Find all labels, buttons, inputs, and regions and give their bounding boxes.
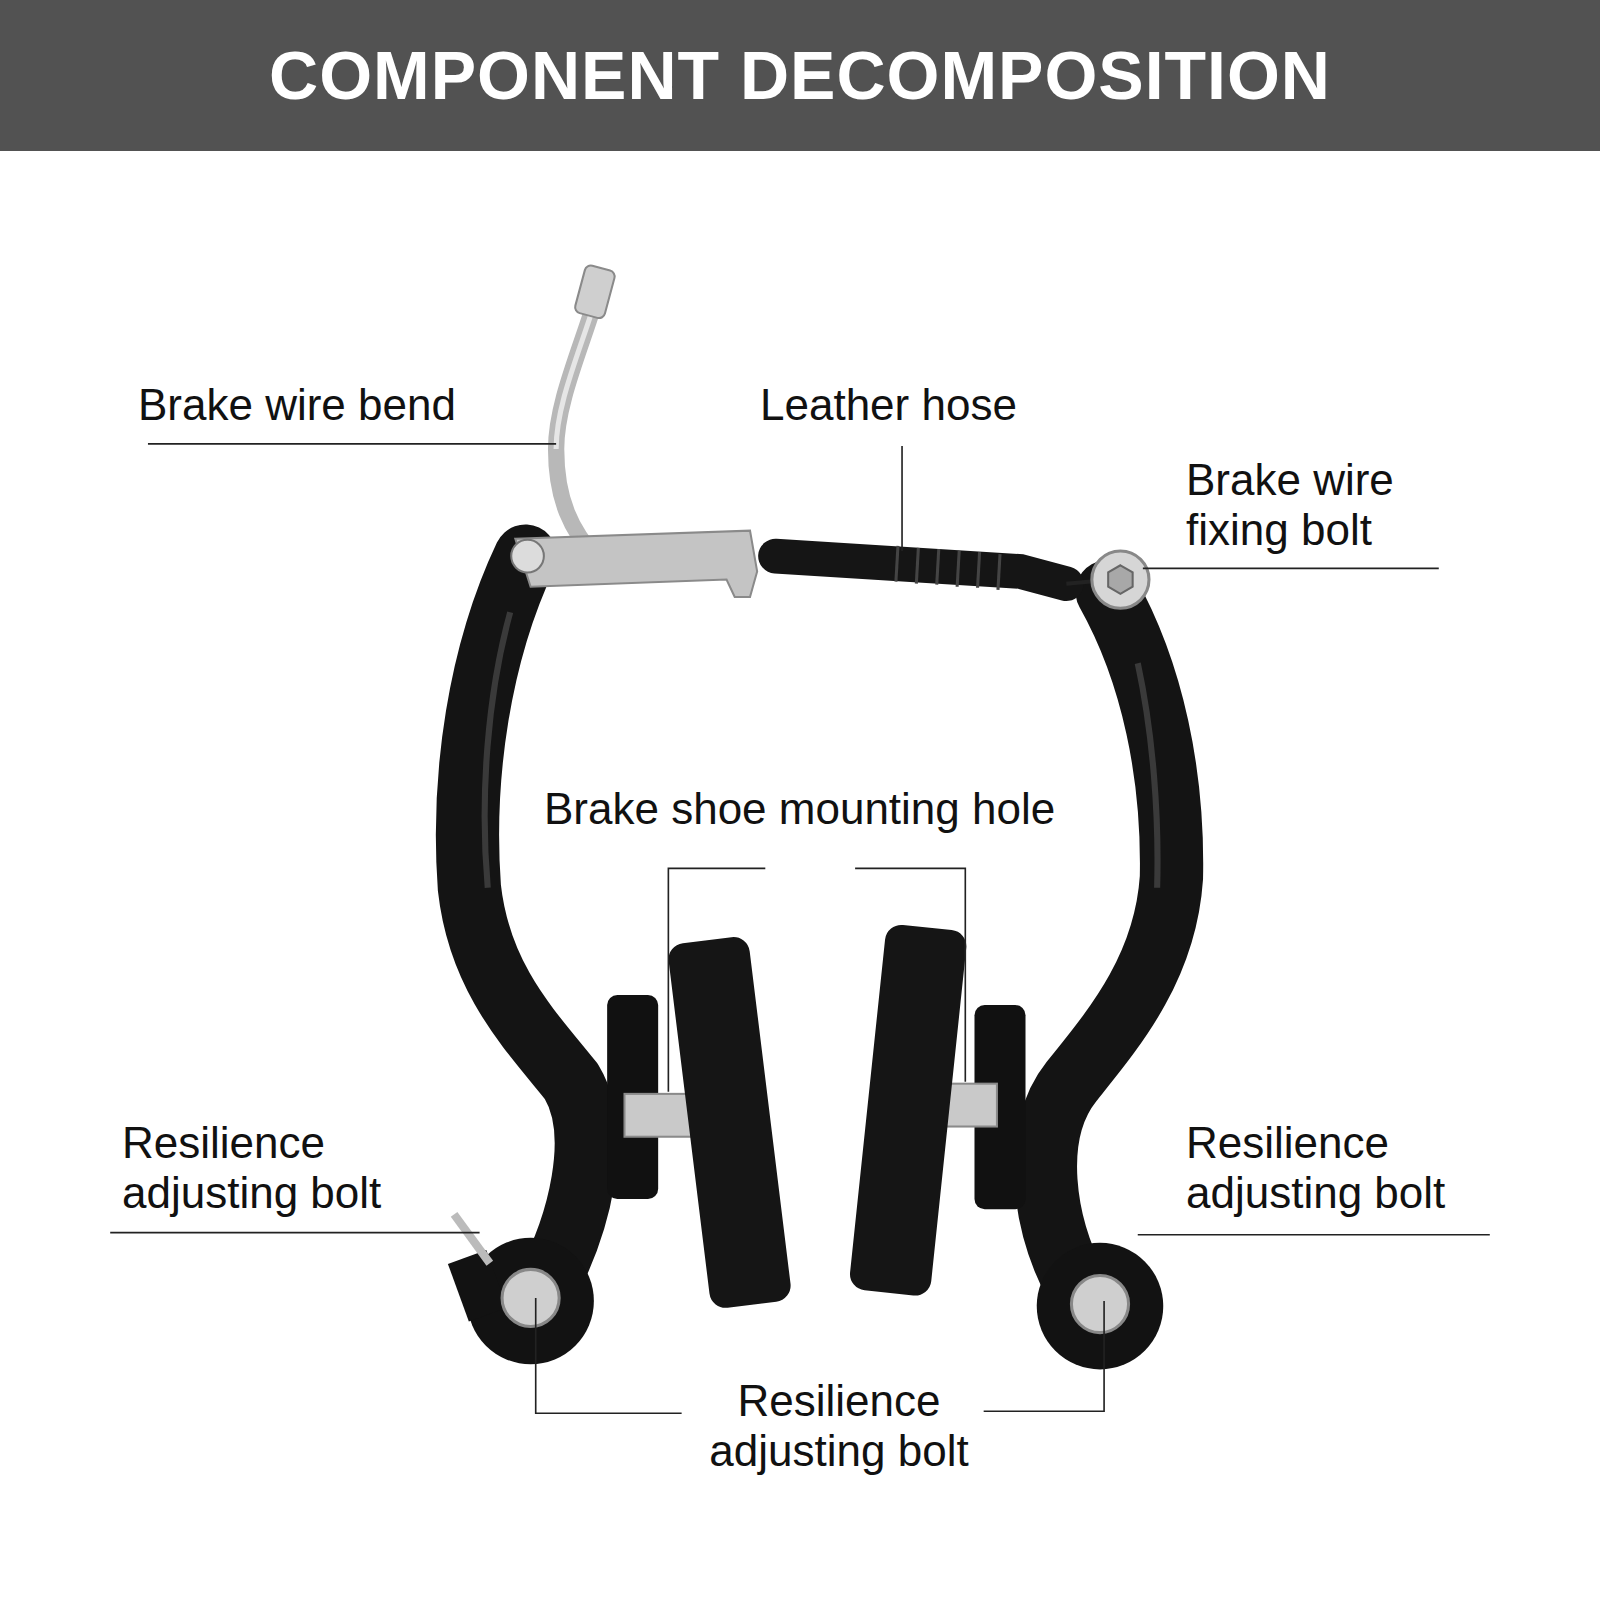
bracket-pivot bbox=[511, 540, 544, 573]
tension-screw bbox=[454, 1214, 490, 1263]
fixing-bolt bbox=[1092, 551, 1149, 608]
part-label: Brake wire bend bbox=[138, 380, 567, 430]
part-label: Brake shoe mounting hole bbox=[544, 784, 1156, 834]
spring-housing bbox=[448, 1250, 507, 1321]
leather-hose bbox=[776, 556, 1067, 584]
part-label: Brake wire fixing bolt bbox=[1186, 455, 1482, 555]
right-pivot bbox=[1037, 1243, 1164, 1370]
hose-ribs bbox=[896, 546, 1000, 590]
part-label: Resilience adjusting bolt bbox=[686, 1376, 992, 1476]
part-label: Resilience adjusting bolt bbox=[122, 1118, 428, 1218]
arm-highlight bbox=[485, 612, 511, 888]
part-label: Leather hose bbox=[760, 380, 1097, 430]
noodle-tip bbox=[574, 264, 616, 319]
part-label: Resilience adjusting bolt bbox=[1186, 1118, 1492, 1218]
right-brake-arm bbox=[1045, 592, 1171, 1296]
pivot-bolt bbox=[1071, 1276, 1128, 1333]
right-brake-pad bbox=[848, 923, 968, 1297]
brake-noodle bbox=[556, 278, 602, 560]
hex-socket bbox=[1108, 565, 1132, 594]
pivot-bolt bbox=[502, 1269, 559, 1326]
left-brake-arm bbox=[468, 556, 587, 1296]
leader-lines bbox=[110, 444, 1490, 1413]
cable-bracket bbox=[515, 531, 757, 597]
title: COMPONENT DECOMPOSITION bbox=[0, 0, 1600, 151]
left-brake-pad bbox=[667, 935, 793, 1310]
arm-highlight bbox=[1138, 663, 1158, 887]
